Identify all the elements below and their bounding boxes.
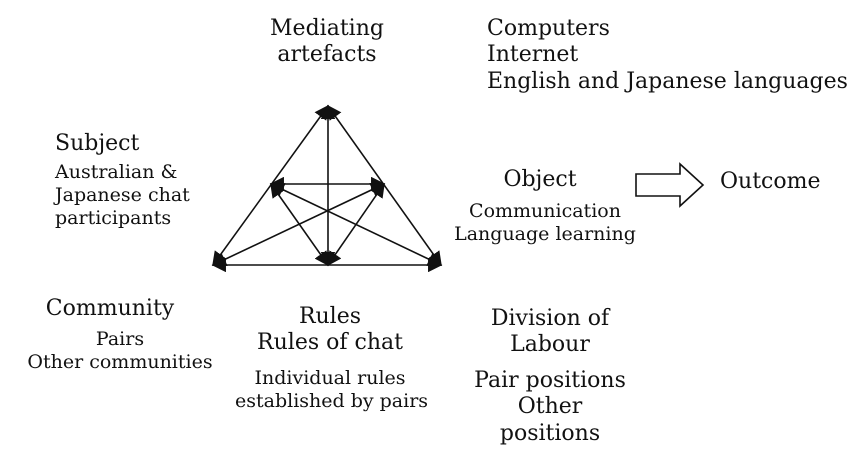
object-items: Communication Language learning <box>454 200 636 245</box>
edge-object-community <box>211 183 386 266</box>
object-title: Object <box>503 167 577 192</box>
community-items: Pairs Other communities <box>27 328 213 373</box>
subject-title: Subject <box>55 131 140 156</box>
division-items: Pair positions Other positions <box>474 368 626 446</box>
edge-subject-division <box>269 183 443 266</box>
rules-items: Individual rules established by pairs <box>235 367 429 412</box>
division-title: Division of Labour <box>490 306 610 358</box>
outcome-arrow-icon <box>635 162 705 208</box>
rules-title: Rules Rules of chat <box>257 304 403 356</box>
mediating-items: Computers Internet English and Japanese … <box>487 16 848 94</box>
mediating-title: Mediating artefacts <box>270 16 384 68</box>
community-title: Community <box>45 296 175 321</box>
outcome-label: Outcome <box>720 169 821 194</box>
subject-items: Australian & Japanese chat participants <box>55 161 190 229</box>
